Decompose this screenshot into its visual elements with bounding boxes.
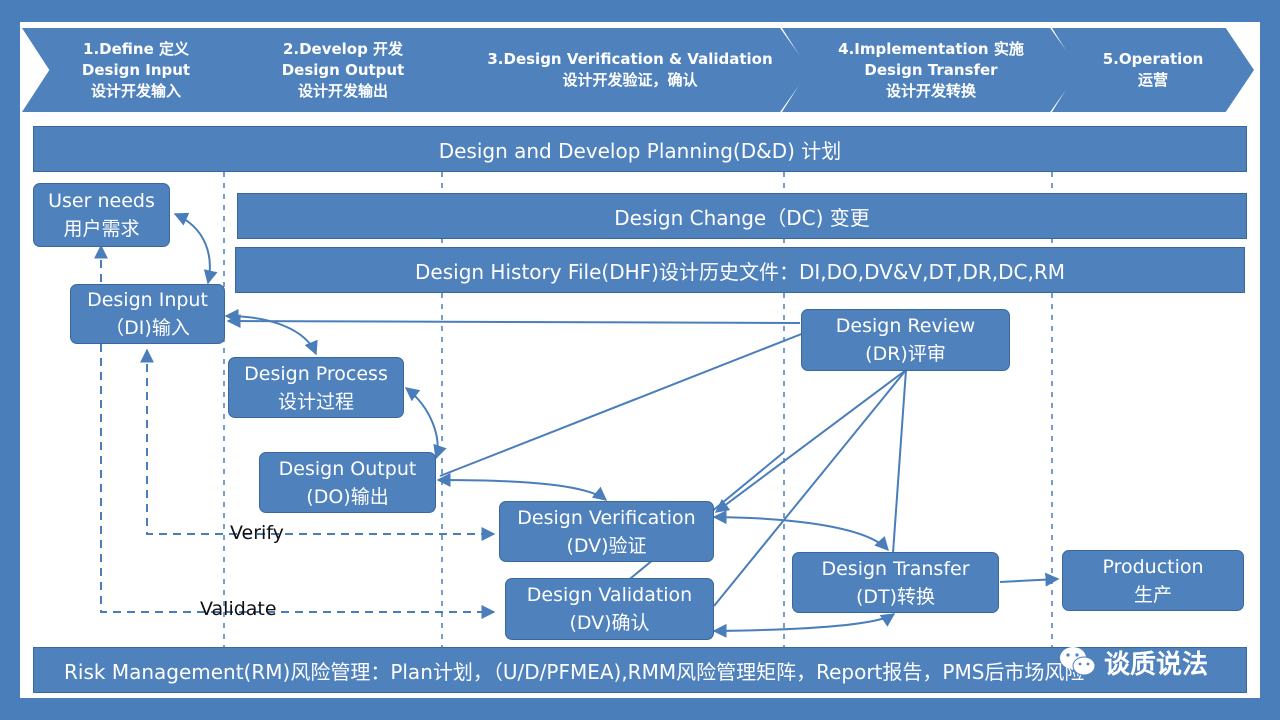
review-transfer-line [892, 369, 907, 554]
phase-implementation: 4.Implementation 实施 Design Transfer 设计开发… [782, 28, 1080, 112]
validate-loop-arrow [94, 244, 496, 619]
design-input-cn: （DI)输入 [105, 317, 190, 339]
phase-operation-cn: 运营 [1137, 71, 1168, 89]
phase-define-cn: 设计开发输入 [90, 81, 181, 100]
design-validation-node: Design Validation (DV)确认 [505, 578, 714, 640]
design-output-title: Design Output [278, 457, 417, 480]
planning-band-label: Design and Develop Planning(D&D) 计划 [438, 138, 842, 163]
needs-input-arrow [173, 212, 218, 285]
design-transfer-cn: (DT)转换 [855, 585, 936, 608]
phase-vv-title: 3.Design Verification & Validation [487, 50, 773, 68]
design-transfer-title: Design Transfer [821, 557, 970, 580]
design-process-cn: 设计过程 [277, 390, 354, 413]
phase-operation-title: 5.Operation [1102, 50, 1204, 68]
user-needs-title: User needs [48, 190, 155, 212]
output-verification-arrow [436, 473, 608, 501]
phase-implementation-cn: 设计开发转换 [885, 81, 976, 100]
risk-management-label: Risk Management(RM)风险管理：Plan计划，（U/D/PFME… [64, 659, 1085, 684]
design-review-cn: (DR)评审 [865, 343, 946, 365]
review-input-arrow [226, 314, 801, 329]
user-needs-node: User needs 用户需求 [33, 183, 170, 247]
phase-define-title: 1.Define 定义 [83, 39, 189, 58]
design-output-node: Design Output (DO)输出 [259, 452, 436, 513]
wechat-watermark: 谈质说法 [1058, 638, 1248, 686]
dhf-label: Design History File(DHF)设计历史文件：DI,DO,DV&… [415, 259, 1065, 284]
output-review-line [439, 332, 805, 477]
design-verification-title: Design Verification [517, 506, 696, 529]
verification-transfer-arrow [712, 510, 889, 552]
design-output-cn: (DO)输出 [306, 485, 389, 508]
validation-transfer-arrow [712, 613, 896, 638]
transfer-production-arrow [999, 572, 1060, 587]
phase-develop-cn: 设计开发输出 [297, 81, 388, 100]
design-transfer-node: Design Transfer (DT)转换 [792, 552, 999, 613]
production-cn: 生产 [1133, 583, 1172, 606]
design-change-band: Design Change（DC) 变更 [237, 193, 1247, 239]
planning-band: Design and Develop Planning(D&D) 计划 [33, 126, 1247, 172]
design-process-node: Design Process 设计过程 [228, 357, 404, 418]
design-input-node: Design Input （DI)输入 [70, 284, 225, 344]
phase-develop: 2.Develop 开发 Design Output 设计开发输出 [222, 28, 464, 112]
watermark-brand: 谈质说法 [1104, 649, 1209, 680]
design-verification-node: Design Verification (DV)验证 [499, 501, 714, 562]
design-validation-cn: (DV)确认 [569, 612, 650, 634]
design-review-title: Design Review [835, 315, 976, 337]
design-change-label: Design Change（DC) 变更 [614, 205, 870, 230]
wechat-icon [1060, 647, 1096, 676]
production-title: Production [1102, 555, 1204, 578]
phase-operation: 5.Operation 运营 [1052, 28, 1254, 112]
review-validation-line [713, 369, 907, 607]
verify-label: Verify [230, 522, 284, 544]
design-verification-cn: (DV)验证 [566, 534, 647, 557]
dhf-band: Design History File(DHF)设计历史文件：DI,DO,DV&… [235, 247, 1245, 293]
validate-label: Validate [200, 598, 277, 620]
user-needs-cn: 用户需求 [63, 218, 140, 240]
phase-vv-cn: 设计开发验证，确认 [562, 71, 698, 89]
design-validation-title: Design Validation [526, 584, 693, 606]
phase-develop-title: 2.Develop 开发 [282, 39, 404, 58]
phase-implementation-subtitle: Design Transfer [864, 60, 998, 79]
phase-implementation-title: 4.Implementation 实施 [838, 39, 1024, 58]
production-node: Production 生产 [1062, 550, 1244, 611]
review-verification-arrow [714, 369, 907, 513]
phase-verification-validation: 3.Design Verification & Validation 设计开发验… [436, 28, 810, 112]
phase-develop-subtitle: Design Output [281, 60, 405, 79]
design-process-title: Design Process [244, 362, 388, 385]
phase-define-subtitle: Design Input [81, 60, 191, 79]
design-review-node: Design Review (DR)评审 [801, 309, 1010, 371]
process-output-arrow [404, 387, 447, 460]
risk-management-band: Risk Management(RM)风险管理：Plan计划，（U/D/PFME… [33, 647, 1247, 693]
design-input-title: Design Input [87, 289, 208, 311]
phase-define: 1.Define 定义 Design Input 设计开发输入 [22, 28, 250, 112]
